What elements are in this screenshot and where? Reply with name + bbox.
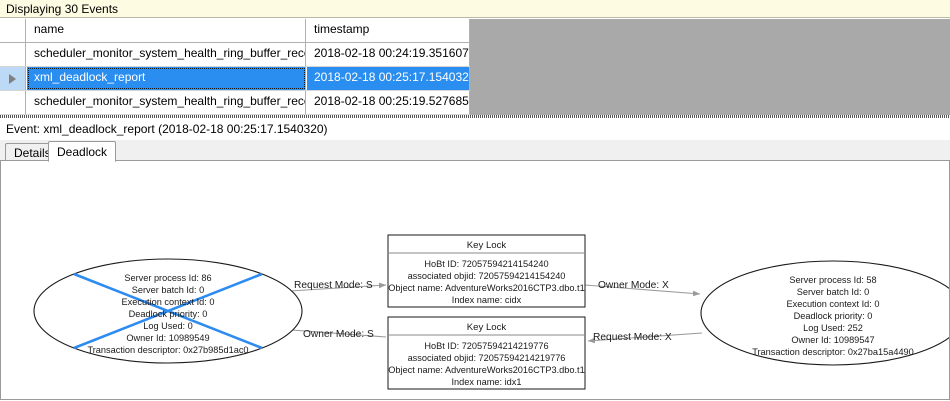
upper-key-lock-line-3: Index name: cidx [452, 295, 522, 305]
process-left-line-2: Execution context Id: 0 [122, 297, 215, 307]
tab-strip: Details Deadlock [0, 140, 950, 162]
current-row-arrow-icon [9, 74, 16, 84]
process-node-right[interactable]: Server process Id: 58 Server batch Id: 0… [700, 260, 950, 366]
event-header-label: Event: xml_deadlock_report (2018-02-18 0… [6, 122, 328, 136]
splitter-handle[interactable] [0, 115, 950, 118]
events-banner: Displaying 30 Events [0, 0, 950, 18]
table-row[interactable]: scheduler_monitor_system_health_ring_buf… [0, 91, 470, 115]
row-selector-gutter[interactable] [0, 91, 26, 114]
event-header: Event: xml_deadlock_report (2018-02-18 0… [0, 119, 950, 139]
table-row[interactable]: scheduler_monitor_system_health_ring_buf… [0, 43, 470, 67]
lower-key-lock-line-2: Object name: AdventureWorks2016CTP3.dbo.… [388, 365, 584, 375]
lower-key-lock-line-3: Index name: idx1 [452, 377, 522, 387]
upper-key-lock-line-0: HoBt ID: 72057594214154240 [424, 259, 548, 269]
process-right-line-0: Server process Id: 58 [789, 275, 876, 285]
upper-key-lock-line-1: associated objid: 72057594214154240 [408, 271, 566, 281]
upper-key-lock-line-2: Object name: AdventureWorks2016CTP3.dbo.… [388, 283, 584, 293]
edge-label-right-owner: Owner Mode: X [598, 280, 669, 291]
process-left-line-5: Owner Id: 10989549 [126, 333, 209, 343]
events-grid[interactable]: name timestamp scheduler_monitor_system_… [0, 19, 950, 116]
process-right-line-4: Log Used: 252 [803, 323, 863, 333]
edge-left-request [273, 282, 387, 293]
process-node-left[interactable]: Server process Id: 86 Server batch Id: 0… [33, 258, 303, 364]
table-row-selected[interactable]: xml_deadlock_report 2018-02-18 00:25:17.… [0, 67, 470, 91]
grid-header-gutter [0, 19, 26, 42]
process-left-line-4: Log Used: 0 [143, 321, 193, 331]
row-selector-gutter[interactable] [0, 67, 26, 90]
lower-key-lock-line-1: associated objid: 72057594214219776 [408, 353, 566, 363]
upper-key-lock-title: Key Lock [467, 240, 507, 251]
cell-name[interactable]: scheduler_monitor_system_health_ring_buf… [27, 91, 306, 114]
edge-right-owner [584, 284, 701, 297]
lower-key-lock-title: Key Lock [467, 322, 507, 333]
events-banner-label: Displaying 30 Events [6, 2, 119, 16]
edge-label-right-request: Request Mode: X [593, 332, 672, 343]
edge-label-left-owner: Owner Mode: S [303, 329, 374, 340]
deadlock-graph-svg: Request Mode: S Owner Mode: X Owner Mode… [33, 234, 950, 390]
process-right-line-1: Server batch Id: 0 [797, 287, 870, 297]
process-right-line-3: Deadlock priority: 0 [794, 311, 873, 321]
resource-node-upper-key-lock[interactable]: Key Lock HoBt ID: 72057594214154240 asso… [387, 234, 586, 308]
tab-deadlock[interactable]: Deadlock [48, 141, 117, 162]
process-right-line-2: Execution context Id: 0 [787, 299, 880, 309]
cell-name[interactable]: scheduler_monitor_system_health_ring_buf… [27, 43, 306, 66]
process-left-line-6: Transaction descriptor: 0x27b985d1ac0 [87, 345, 248, 355]
edge-right-request [587, 332, 703, 344]
process-right-line-5: Owner Id: 10989547 [791, 335, 874, 345]
column-header-name[interactable]: name [27, 19, 306, 42]
edge-left-owner [277, 326, 387, 338]
process-left-line-0: Server process Id: 86 [124, 273, 211, 283]
cell-timestamp[interactable]: 2018-02-18 00:25:19.5276859 [307, 91, 470, 114]
cell-timestamp[interactable]: 2018-02-18 00:24:19.3516078 [307, 43, 470, 66]
cell-timestamp[interactable]: 2018-02-18 00:25:17.1540320 [307, 67, 470, 90]
lower-key-lock-line-0: HoBt ID: 72057594214219776 [424, 341, 548, 351]
edge-label-left-request: Request Mode: S [294, 280, 373, 291]
victim-cross-icon [73, 272, 263, 350]
cell-name[interactable]: xml_deadlock_report [27, 67, 306, 90]
column-header-timestamp[interactable]: timestamp [307, 19, 470, 42]
process-right-line-6: Transaction descriptor: 0x27ba15a4490 [752, 347, 914, 357]
process-left-line-3: Deadlock priority: 0 [129, 309, 208, 319]
deadlock-graph-canvas[interactable]: Request Mode: S Owner Mode: X Owner Mode… [0, 160, 950, 400]
row-selector-gutter[interactable] [0, 43, 26, 66]
process-left-line-1: Server batch Id: 0 [132, 285, 205, 295]
resource-node-lower-key-lock[interactable]: Key Lock HoBt ID: 72057594214219776 asso… [387, 316, 586, 390]
grid-header-row: name timestamp [0, 19, 470, 43]
